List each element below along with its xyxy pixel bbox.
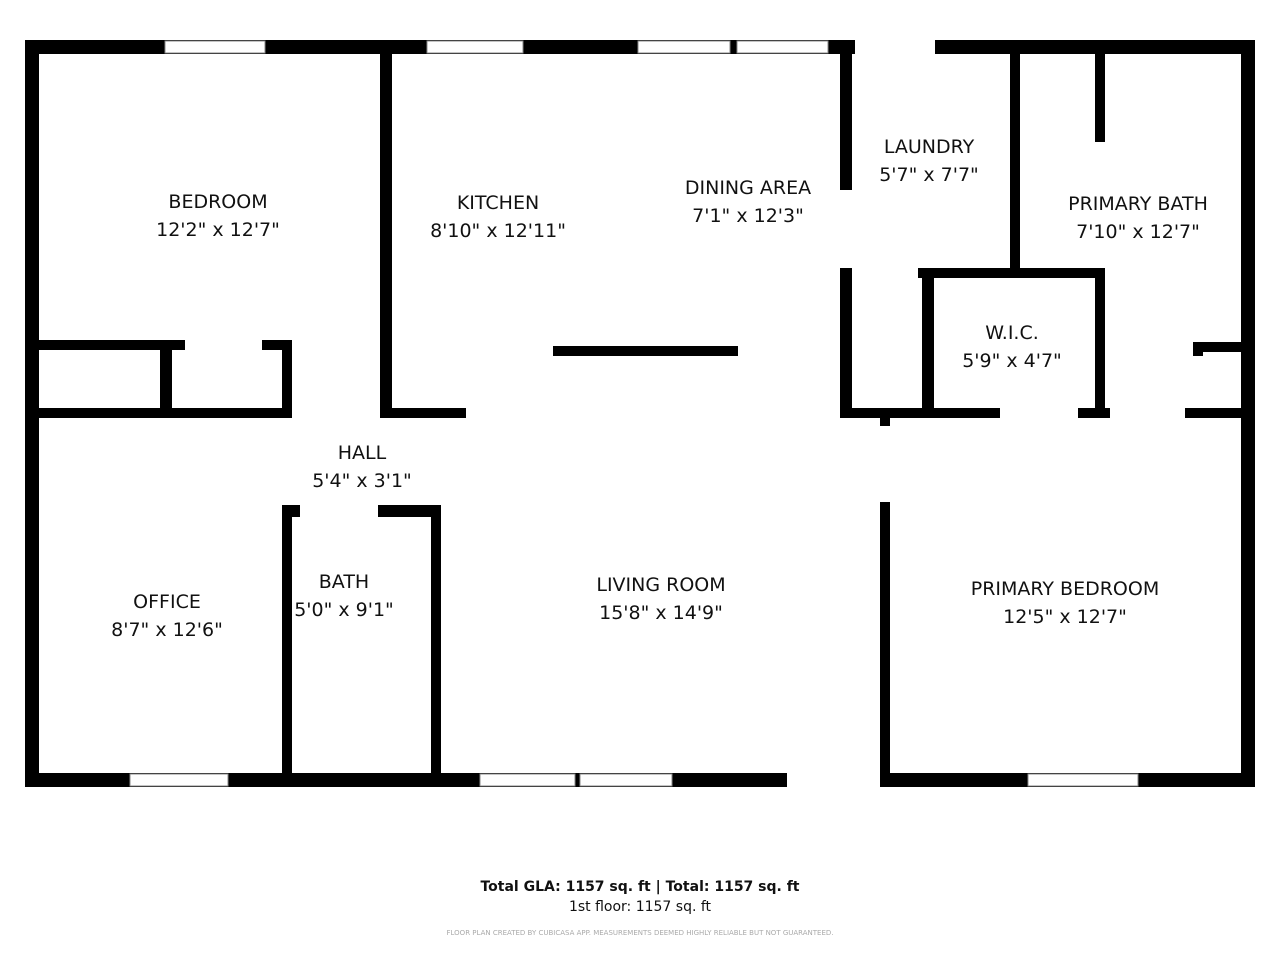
room-dims-primary-bedroom: 12'5" x 12'7": [1003, 606, 1127, 628]
room-dims-bedroom: 12'2" x 12'7": [156, 219, 280, 241]
room-name-office: OFFICE: [133, 591, 201, 613]
room-dims-dining: 7'1" x 12'3": [692, 205, 804, 227]
total-area: Total GLA: 1157 sq. ft | Total: 1157 sq.…: [480, 879, 800, 895]
room-name-wic: W.I.C.: [985, 322, 1039, 344]
disclaimer: FLOOR PLAN CREATED BY CUBICASA APP. MEAS…: [446, 929, 834, 937]
room-name-living: LIVING ROOM: [596, 574, 725, 596]
room-dims-bath: 5'0" x 9'1": [294, 599, 394, 621]
room-dims-primary-bath: 7'10" x 12'7": [1076, 221, 1200, 243]
room-name-primary-bedroom: PRIMARY BEDROOM: [971, 578, 1159, 600]
room-dims-wic: 5'9" x 4'7": [962, 350, 1062, 372]
room-dims-hall: 5'4" x 3'1": [312, 470, 412, 492]
windows: [129, 40, 1139, 787]
room-labels: BEDROOM 12'2" x 12'7" KITCHEN 8'10" x 12…: [111, 136, 1208, 641]
room-dims-laundry: 5'7" x 7'7": [879, 164, 979, 186]
room-dims-living: 15'8" x 14'9": [599, 602, 723, 624]
room-name-primary-bath: PRIMARY BATH: [1068, 193, 1208, 215]
room-name-kitchen: KITCHEN: [457, 192, 539, 214]
room-name-bath: BATH: [319, 571, 369, 593]
room-name-dining: DINING AREA: [685, 177, 811, 199]
room-dims-kitchen: 8'10" x 12'11": [430, 220, 566, 242]
room-name-hall: HALL: [338, 442, 387, 464]
room-name-laundry: LAUNDRY: [884, 136, 975, 158]
walls: [25, 40, 1255, 787]
room-name-bedroom: BEDROOM: [168, 191, 267, 213]
room-dims-office: 8'7" x 12'6": [111, 619, 223, 641]
floor-area: 1st floor: 1157 sq. ft: [568, 899, 712, 915]
